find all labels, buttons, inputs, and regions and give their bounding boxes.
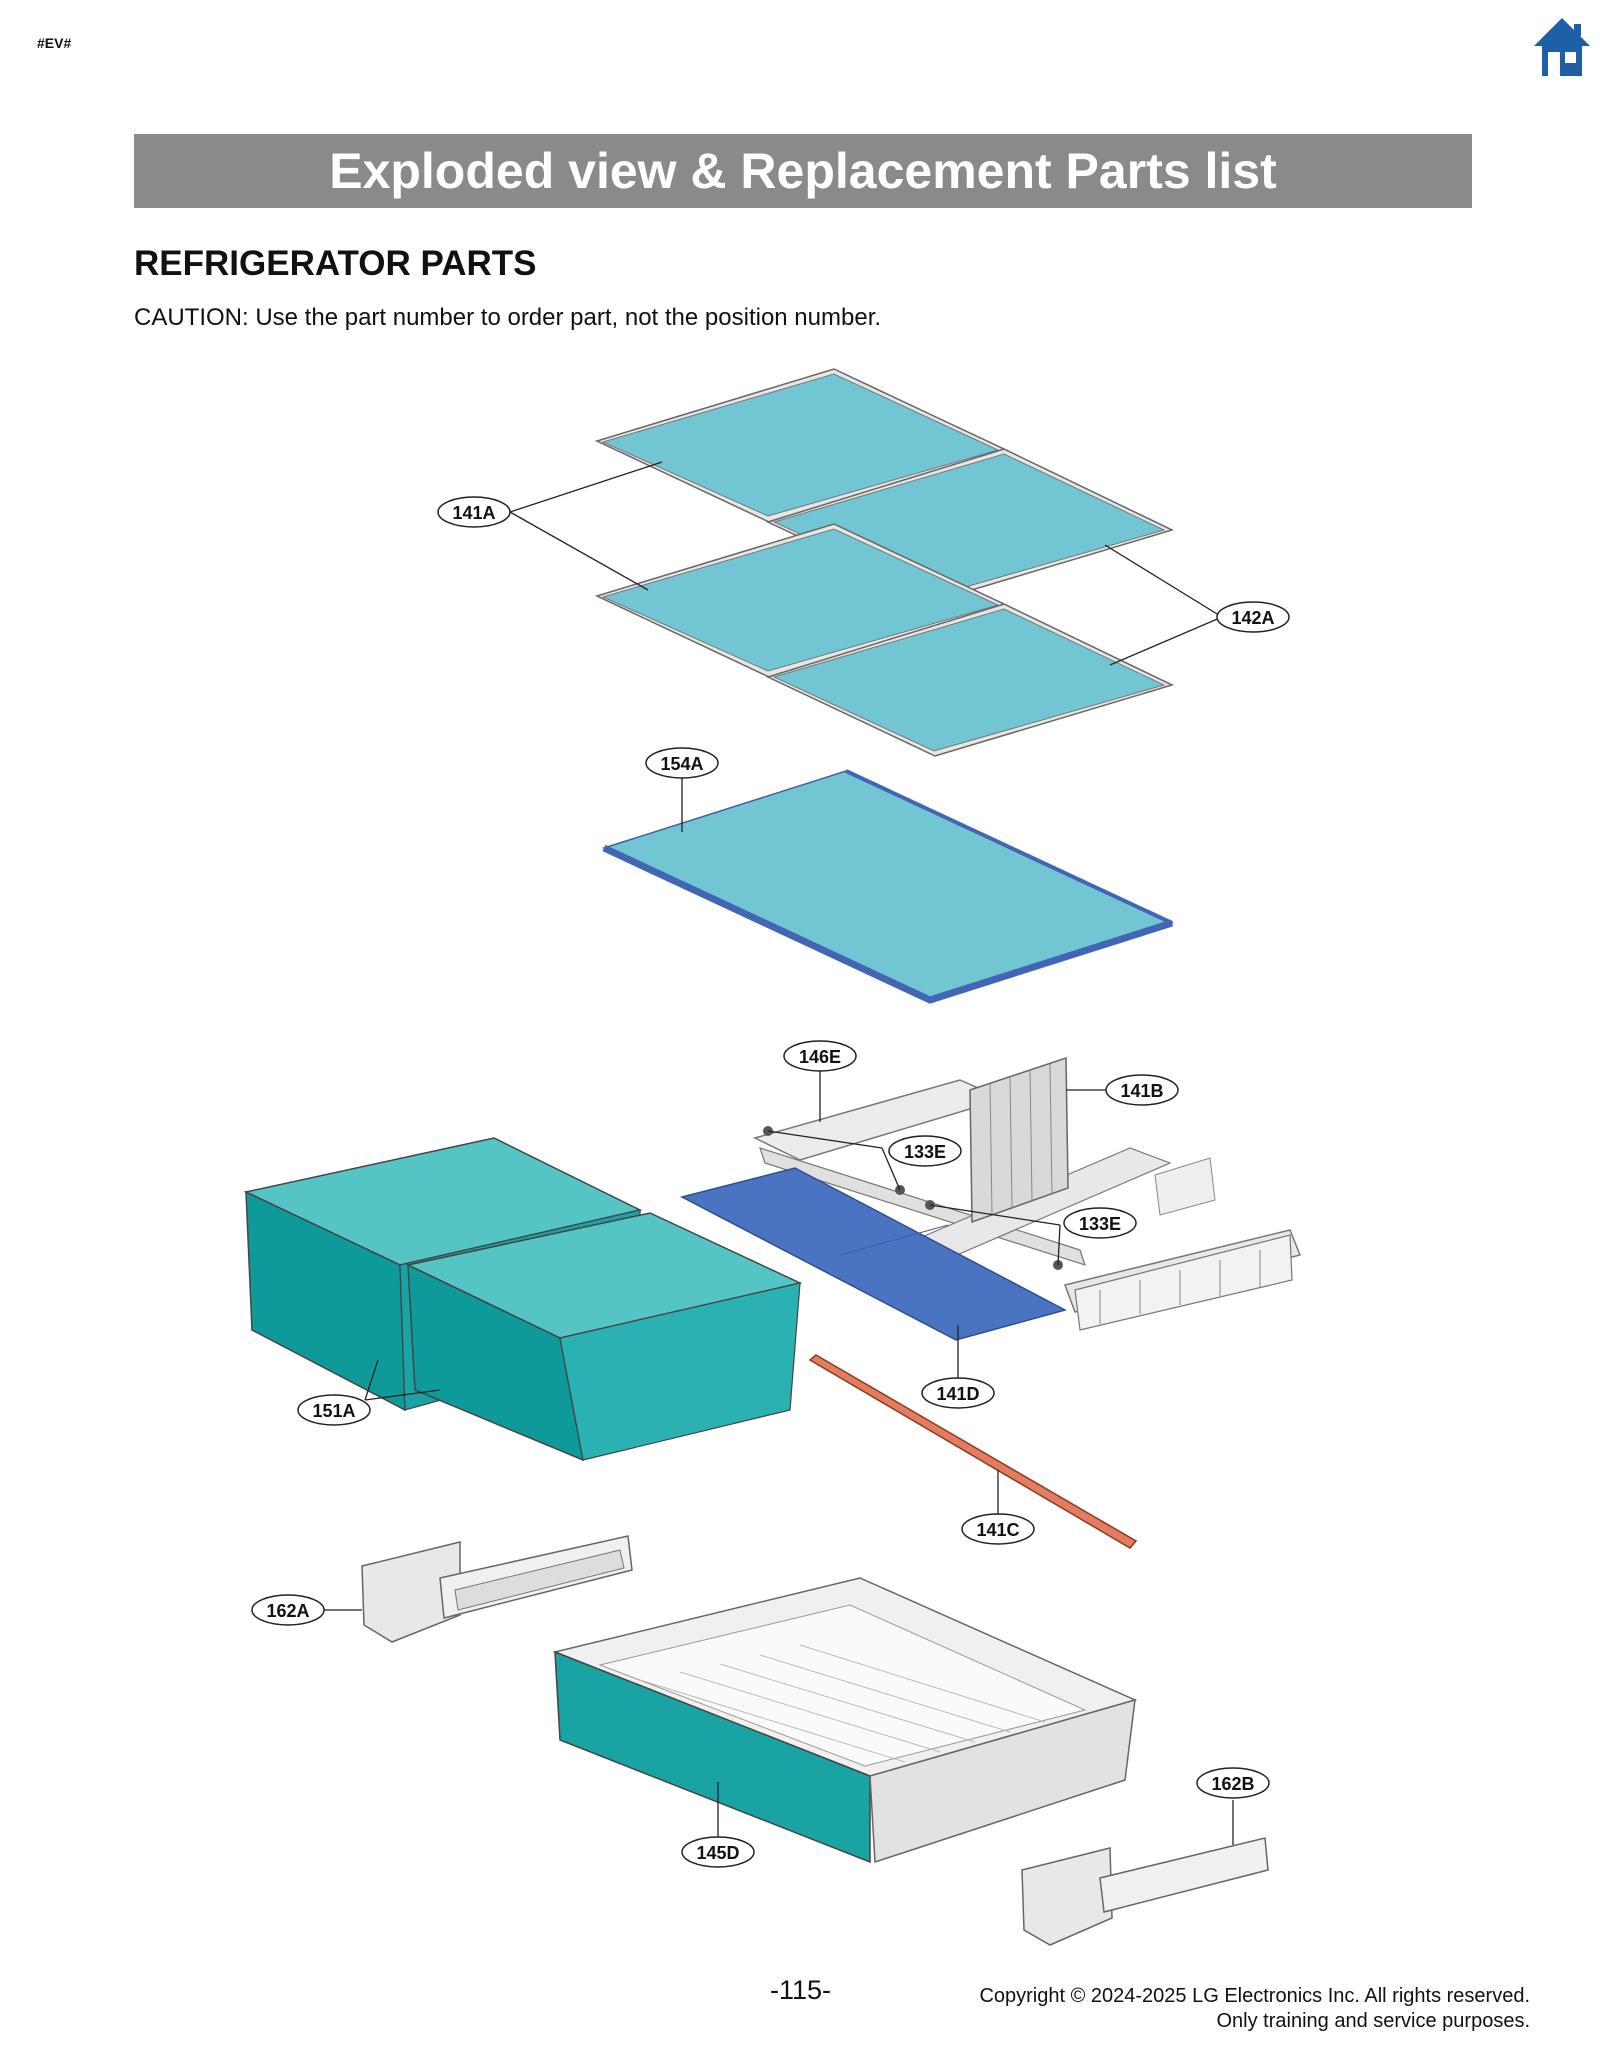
callout-142A: 142A (1216, 601, 1290, 633)
svg-text:141C: 141C (976, 1520, 1019, 1540)
trim-strip-141C (808, 1354, 1138, 1549)
cover-glass-154A (601, 769, 1175, 1004)
callout-141A: 141A (437, 496, 511, 528)
crisper-drawer-145D (552, 1577, 1138, 1864)
glass-shelf-141A-front (594, 523, 1009, 678)
page-number: -115- (770, 1975, 832, 2005)
callout-154A: 154A (645, 747, 719, 779)
callout-141C: 141C (961, 1513, 1035, 1545)
caution-note: CAUTION: Use the part number to order pa… (134, 304, 882, 331)
cover-plate-141D (679, 1167, 1068, 1341)
callout-133E-lower: 133E (1063, 1207, 1137, 1239)
svg-text:145D: 145D (696, 1843, 739, 1863)
vegetable-bin-151A-right (405, 1212, 803, 1462)
svg-text:141B: 141B (1120, 1081, 1163, 1101)
callout-162B: 162B (1196, 1767, 1270, 1799)
svg-text:151A: 151A (312, 1401, 355, 1421)
callout-133E-upper: 133E (888, 1135, 962, 1167)
page-banner: Exploded view & Replacement Parts list (134, 134, 1472, 208)
document-tag: #EV# (37, 35, 72, 51)
svg-text:162A: 162A (266, 1601, 309, 1621)
svg-text:142A: 142A (1231, 608, 1274, 628)
callout-145D: 145D (681, 1836, 755, 1868)
svg-text:154A: 154A (660, 754, 703, 774)
callout-146E: 146E (783, 1040, 857, 1072)
svg-text:141D: 141D (936, 1384, 979, 1404)
copyright-line-2: Only training and service purposes. (1216, 2010, 1531, 2032)
glass-shelf-142A-front (765, 603, 1175, 757)
copyright-line-1: Copyright © 2024-2025 LG Electronics Inc… (979, 1985, 1530, 2007)
svg-text:141A: 141A (452, 503, 495, 523)
home-icon[interactable] (1532, 16, 1592, 80)
callout-151A: 151A (297, 1394, 371, 1426)
svg-text:133E: 133E (904, 1142, 946, 1162)
slide-rail-162A (361, 1535, 633, 1643)
copyright-notice: Copyright © 2024-2025 LG Electronics Inc… (979, 1984, 1530, 2034)
callout-141B: 141B (1105, 1074, 1179, 1106)
svg-text:146E: 146E (799, 1047, 841, 1067)
svg-text:162B: 162B (1211, 1774, 1254, 1794)
divider-141B (969, 1056, 1069, 1224)
callout-141D: 141D (921, 1377, 995, 1409)
callout-162A: 162A (251, 1594, 325, 1626)
slide-rail-162B (1021, 1837, 1269, 1946)
section-title: REFRIGERATOR PARTS (134, 244, 537, 283)
svg-text:133E: 133E (1079, 1214, 1121, 1234)
glass-shelf-141A-rear (594, 368, 1009, 523)
